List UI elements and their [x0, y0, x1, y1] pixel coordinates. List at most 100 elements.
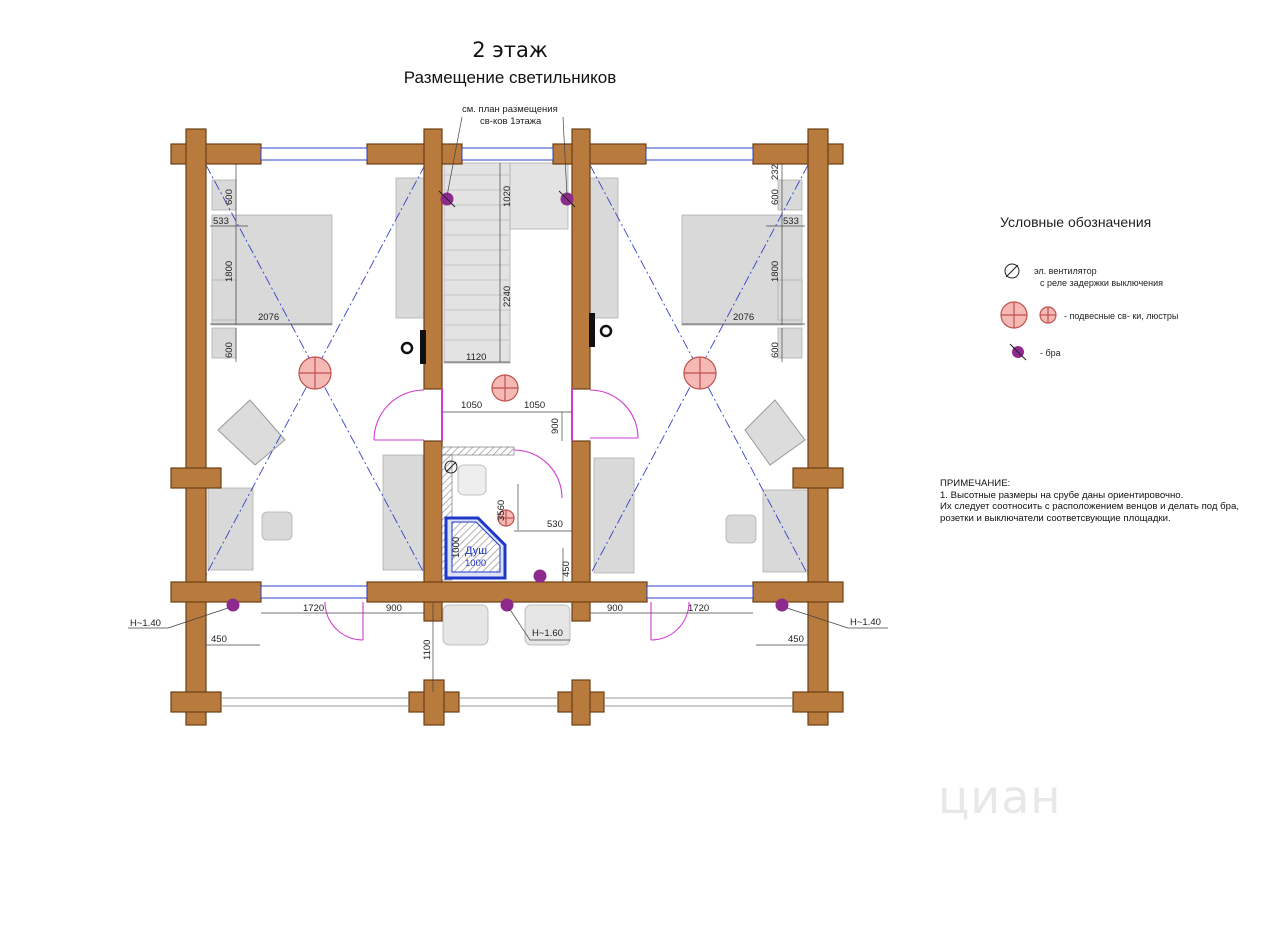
fan-icon — [444, 460, 458, 474]
dim-530: 530 — [547, 519, 563, 530]
legend-sconce-label: - бра — [1040, 348, 1061, 358]
note-heading: ПРИМЕЧАНИЕ: — [940, 478, 1011, 489]
sconce-icon — [558, 190, 576, 208]
armchair-left — [217, 399, 286, 466]
sconce-icon — [500, 598, 514, 612]
dim-533: 533 — [213, 216, 229, 227]
sconce-icon — [1009, 343, 1027, 361]
dim-2240: 2240 — [502, 286, 513, 307]
dim-3560: 3560 — [496, 500, 507, 521]
callout-line2: св-ков 1этажа — [480, 116, 542, 127]
chair-right — [725, 514, 757, 544]
balcony-chair-1 — [442, 604, 489, 646]
dim-1100: 1100 — [422, 640, 433, 660]
fan-icon — [1004, 263, 1020, 279]
dim-533: 533 — [783, 216, 799, 227]
dim-900: 900 — [607, 603, 623, 614]
sconces — [226, 190, 789, 612]
height-center: H~1.60 — [532, 628, 563, 639]
dim-600: 600 — [770, 189, 781, 205]
bath-sink — [457, 464, 487, 496]
height-right: H~1.40 — [850, 617, 881, 628]
pendant-light-icon — [683, 356, 717, 390]
dim-1800: 1800 — [770, 261, 781, 282]
dim-600: 600 — [224, 189, 235, 205]
dim-1120: 1120 — [466, 352, 486, 363]
sconce-icon — [438, 190, 456, 208]
dim-450: 450 — [561, 561, 572, 577]
dim-1800: 1800 — [224, 261, 235, 282]
legend-pendant-label: - подвесные св- ки, люстры — [1064, 311, 1179, 321]
dimension-texts: 600 533 1800 2076 600 1020 2240 1120 105… — [211, 164, 804, 660]
sconce-icon — [226, 598, 240, 612]
wardrobe-right-bottom — [593, 457, 635, 574]
chair-left — [261, 511, 293, 541]
dim-2076: 2076 — [258, 312, 279, 323]
page-title: 2 этаж — [472, 38, 548, 62]
switch-right-icon — [599, 324, 613, 338]
dim-450: 450 — [211, 634, 227, 645]
switches — [400, 313, 613, 364]
bathroom — [441, 446, 515, 581]
balcony-chair-2 — [524, 604, 571, 646]
armchairs — [217, 399, 806, 466]
dim-2076: 2076 — [733, 312, 754, 323]
pendant-lights — [298, 356, 717, 527]
side-panel-right — [777, 179, 803, 211]
side-panel-right-3 — [777, 327, 803, 359]
dim-1000: 1000 — [451, 537, 462, 558]
armchair-right — [744, 399, 806, 466]
pendant-light-icon — [1000, 301, 1057, 329]
pendant-light-icon — [491, 374, 519, 402]
dim-900: 900 — [386, 603, 402, 614]
balcony-rail — [221, 697, 793, 707]
staircase — [443, 162, 511, 364]
dim-1720: 1720 — [688, 603, 709, 614]
pendant-light-icon — [298, 356, 332, 390]
note-line1: 1. Высотные размеры на срубе даны ориент… — [940, 489, 1184, 501]
dim-232: 232 — [770, 164, 781, 180]
lighting-diagonals — [205, 164, 809, 576]
bathroom-wall-top — [441, 446, 515, 456]
note-line3: розетки и выключатели соответсвующие пло… — [940, 512, 1171, 524]
stair-landing — [509, 162, 569, 230]
wardrobe-left-top — [395, 177, 425, 319]
dimension-lines — [128, 116, 888, 692]
side-panel-right-2 — [777, 279, 803, 321]
switch-left-icon — [400, 341, 414, 355]
legend-fan-line2: с реле задержки выключения — [1040, 278, 1164, 288]
shower-size: 1000 — [465, 558, 486, 569]
dim-1050: 1050 — [461, 400, 482, 411]
legend-fan-label: эл. вентилятор с реле задержки выключени… — [1034, 265, 1163, 289]
side-panel-left — [211, 179, 237, 211]
dim-600: 600 — [770, 342, 781, 358]
watermark-logo: циан — [938, 770, 1062, 824]
note-line2: Их следует соотносить с расположением ве… — [940, 501, 1239, 512]
dim-1720: 1720 — [303, 603, 324, 614]
pendant-light-icon — [497, 509, 515, 527]
height-left: H~1.40 — [130, 618, 161, 629]
dim-600: 600 — [224, 342, 235, 358]
door-swings — [324, 388, 690, 641]
sconce-icon — [775, 598, 789, 612]
stair-treads — [444, 174, 510, 341]
dim-1020: 1020 — [502, 186, 513, 207]
dim-900: 900 — [550, 418, 561, 434]
legend-fan-line1: эл. вентилятор — [1034, 266, 1097, 276]
wardrobe-left-bottom — [382, 454, 424, 571]
note-block: ПРИМЕЧАНИЕ: 1. Высотные размеры на срубе… — [940, 478, 1270, 524]
sconce-icon — [533, 569, 547, 583]
legend-symbols — [1000, 263, 1057, 361]
callout-line1: см. план размещения — [462, 104, 558, 115]
page-subtitle: Размещение светильников — [403, 68, 617, 87]
log-walls — [170, 128, 844, 726]
wardrobe-right-top — [589, 177, 619, 319]
windows — [260, 147, 754, 599]
legend-title: Условные обозначения — [1000, 214, 1152, 230]
shower-label: Душ — [465, 545, 487, 557]
plan-labels: см. план размещения св-ков 1этажа Душ 10… — [130, 104, 881, 639]
dim-450: 450 — [788, 634, 804, 645]
side-panel-left-2 — [211, 279, 237, 321]
dim-1050: 1050 — [524, 400, 545, 411]
